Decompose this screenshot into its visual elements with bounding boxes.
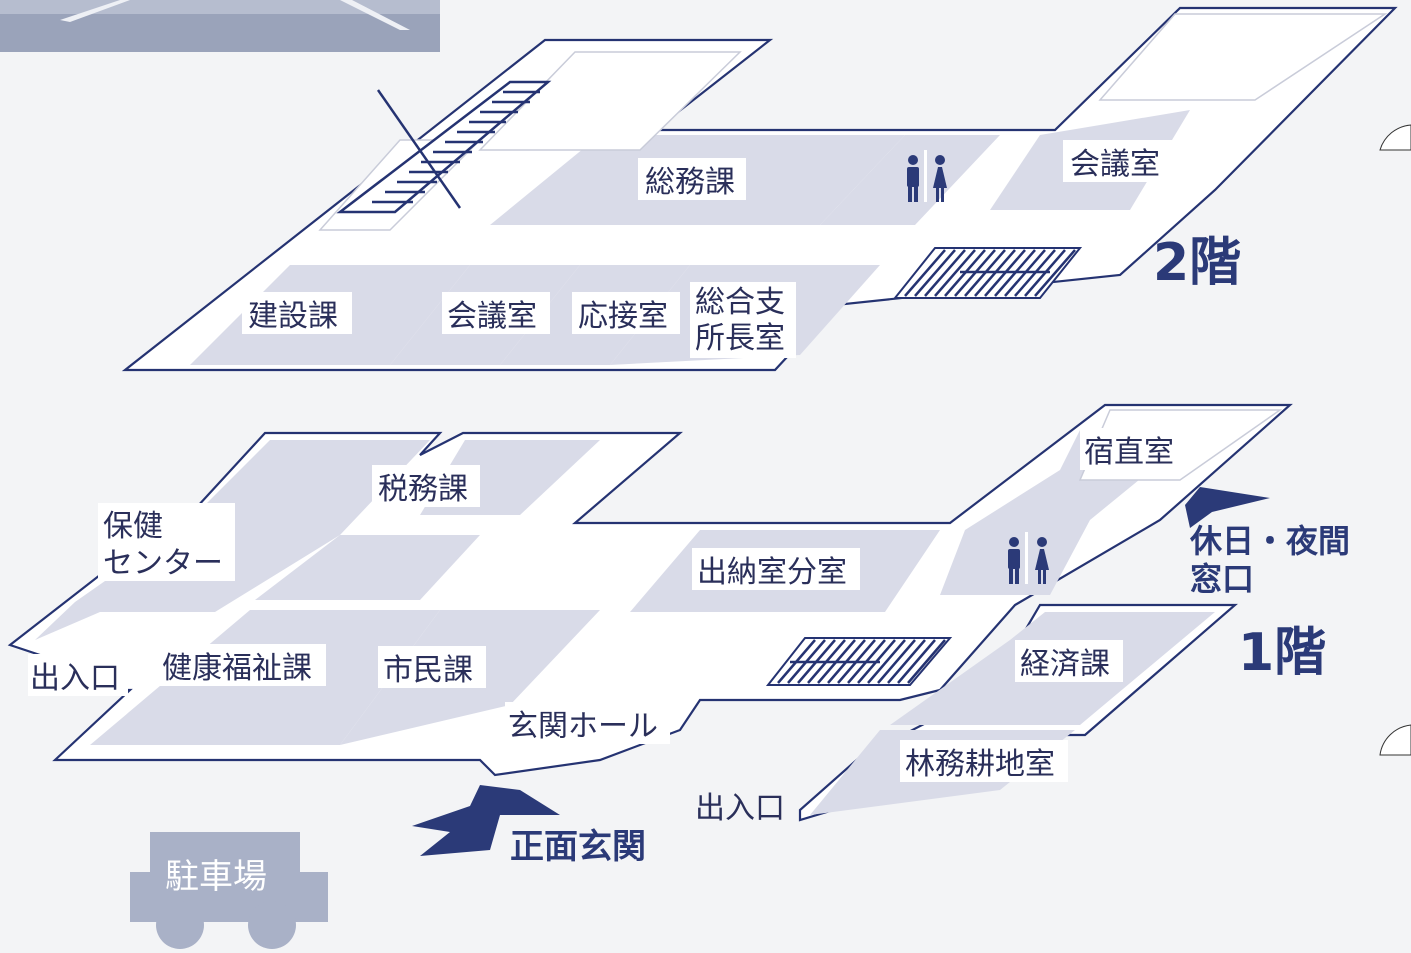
room-label-health-center-2: センター	[103, 546, 223, 581]
holiday-window-label-2: 窓口	[1190, 560, 1254, 598]
binder-hole	[1379, 124, 1411, 756]
entrance-label-left: 出入口	[30, 661, 120, 696]
room-label-citizens: 市民課	[383, 653, 473, 688]
room-label-forestry: 林務耕地室	[905, 747, 1055, 782]
holiday-window-label-1: 休日・夜間	[1189, 522, 1350, 560]
room-label-construction: 建設課	[248, 299, 338, 334]
room-label-health-welfare: 健康福祉課	[162, 651, 312, 686]
room-label-reception: 応接室	[578, 299, 668, 334]
photo-corner	[0, 0, 440, 52]
stairs-icon	[765, 637, 953, 686]
room-stairhall-2f	[478, 51, 742, 151]
parking-label: 駐車場	[165, 857, 267, 897]
second-floor: 総務課 会議室 建設課 会議室 応接室 総合支 所長室 2階	[121, 6, 1398, 372]
room-label-branch-manager-1: 総合支	[695, 285, 785, 320]
room-label-cashier: 出納室分室	[697, 555, 847, 590]
stairs-icon	[336, 80, 552, 214]
entrance-label-right: 出入口	[695, 791, 785, 826]
room-label-health-center-1: 保健	[103, 509, 163, 544]
room-label-general-affairs: 総務課	[645, 165, 735, 200]
room-label-branch-manager-2: 所長室	[695, 321, 785, 356]
floor-label-1f: 1階	[1238, 623, 1326, 683]
arrow-icon	[412, 785, 560, 856]
restroom-icon	[1008, 532, 1049, 584]
room-label-meeting-2f-right: 会議室	[1070, 147, 1160, 182]
room-label-entrance-hall: 玄関ホール	[508, 709, 658, 744]
room-tax-lower	[255, 535, 480, 600]
stairs-icon	[892, 247, 1083, 299]
room-label-economy: 経済課	[1020, 647, 1110, 682]
room-label-meeting-2f: 会議室	[447, 299, 537, 334]
room-label-tax: 税務課	[378, 472, 468, 507]
main-entrance-label: 正面玄関	[510, 827, 646, 867]
room-label-night-duty: 宿直室	[1084, 435, 1174, 470]
restroom-icon	[907, 150, 947, 202]
floor-label-2f: 2階	[1153, 233, 1241, 293]
car-icon	[130, 832, 328, 949]
arrow-icon	[1185, 487, 1270, 528]
first-floor: 税務課 保健 センター 出納室分室 宿直室 出入口 健康福祉課 市民課 玄関ホー…	[7, 403, 1350, 826]
room-plain-2f	[1098, 13, 1388, 101]
